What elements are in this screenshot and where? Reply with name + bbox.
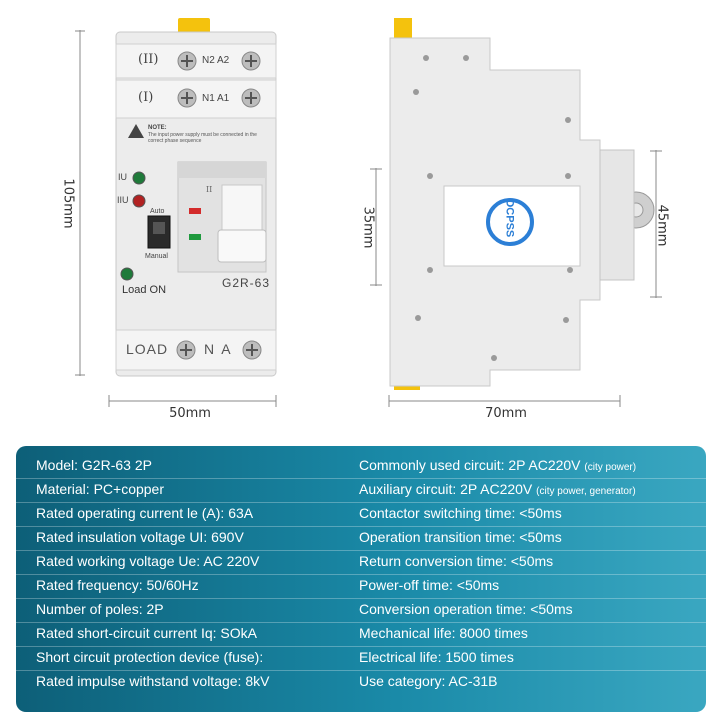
spec-right: Auxiliary circuit: 2P AC220V (city power…	[359, 481, 636, 497]
spec-right: Power-off time: <50ms	[359, 577, 500, 593]
indicator-green	[189, 234, 201, 240]
dim-front-width: 50mm	[169, 406, 211, 421]
note-title: NOTE:	[148, 125, 167, 131]
label-iiu: IIU	[117, 195, 129, 205]
front-device-drawing	[115, 18, 277, 377]
lamp-iiu	[132, 194, 146, 208]
spec-right: Commonly used circuit: 2P AC220V (city p…	[359, 457, 637, 473]
label-load-on: Load ON	[122, 284, 167, 296]
spec-right: Operation transition time: <50ms	[359, 529, 562, 545]
dim-35: 35mm	[360, 206, 376, 249]
spec-row: Number of poles: 2P Conversion operation…	[16, 598, 706, 623]
spec-left: Rated frequency: 50/60Hz	[36, 577, 199, 593]
dim-45: 45mm	[654, 204, 670, 247]
spec-right: Use category: AC-31B	[359, 673, 498, 689]
front-view: (II) N2 A2 (I) N1 A1 NOTE: The input pow…	[0, 0, 300, 400]
dim35-line	[370, 168, 382, 286]
spec-right: Return conversion time: <50ms	[359, 553, 554, 569]
front-width-dimension-line	[108, 395, 277, 407]
screw-icon	[177, 51, 261, 108]
side-width-dimension-line	[388, 395, 621, 407]
spec-right: Conversion operation time: <50ms	[359, 601, 573, 617]
spec-row: Rated impulse withstand voltage: 8kV Use…	[16, 670, 706, 694]
label-n2a2: N2 A2	[202, 55, 230, 66]
spec-row: Rated operating current le (A): 63A Cont…	[16, 502, 706, 527]
spec-right: Contactor switching time: <50ms	[359, 505, 562, 521]
label-handle-mark: II	[206, 185, 213, 194]
label-na: N A	[204, 341, 233, 357]
label-manual: Manual	[145, 253, 168, 260]
spec-row: Short circuit protection device (fuse): …	[16, 646, 706, 671]
spec-row: Rated insulation voltage UI: 690V Operat…	[16, 526, 706, 551]
spec-row: Rated frequency: 50/60Hz Power-off time:…	[16, 574, 706, 599]
spec-row: Model: G2R-63 2P Commonly used circuit: …	[16, 454, 706, 479]
switch-handle[interactable]	[217, 229, 267, 263]
spec-right: Electrical life: 1500 times	[359, 649, 514, 665]
side-logo-text: OCPSS	[503, 198, 516, 238]
model-label: G2R-63	[222, 276, 271, 290]
spec-left: Material: PC+copper	[36, 481, 165, 497]
spec-left: Rated short-circuit current Iq: SOkA	[36, 625, 257, 641]
label-iu: IU	[118, 172, 127, 182]
spec-right: Mechanical life: 8000 times	[359, 625, 528, 641]
label-load: LOAD	[126, 341, 169, 357]
side-clip-top	[394, 18, 412, 40]
spec-left: Number of poles: 2P	[36, 601, 164, 617]
note-text: The input power supply must be connected…	[148, 132, 257, 144]
warning-icon	[128, 124, 144, 138]
spec-row: Rated short-circuit current Iq: SOkA Mec…	[16, 622, 706, 647]
spec-left: Short circuit protection device (fuse):	[36, 649, 264, 665]
dim-height: 105mm	[60, 178, 76, 229]
spec-panel: Model: G2R-63 2P Commonly used circuit: …	[16, 446, 706, 712]
side-device-drawing	[389, 18, 655, 390]
spec-row: Material: PC+copper Auxiliary circuit: 2…	[16, 478, 706, 503]
label-i: (I)	[138, 90, 154, 105]
logo-ring	[486, 198, 534, 246]
dim45-line	[650, 150, 662, 298]
spec-left: Rated insulation voltage UI: 690V	[36, 529, 244, 545]
label-auto: Auto	[150, 208, 165, 215]
lamp-load-on	[120, 267, 134, 281]
gear-icon	[599, 149, 655, 281]
height-dimension-line	[75, 30, 85, 376]
side-view: OCPSS	[380, 0, 680, 400]
spec-left: Rated impulse withstand voltage: 8kV	[36, 673, 270, 689]
label-n1a1: N1 A1	[202, 93, 230, 104]
dim-side-width: 70mm	[485, 406, 527, 421]
label-ii: (II)	[138, 52, 159, 67]
spec-left: Rated working voltage Ue: AC 220V	[36, 553, 260, 569]
lamp-iu	[132, 171, 146, 185]
indicator-red	[189, 208, 201, 214]
spec-left: Rated operating current le (A): 63A	[36, 505, 254, 521]
spec-row: Rated working voltage Ue: AC 220V Return…	[16, 550, 706, 575]
spec-left: Model: G2R-63 2P	[36, 457, 152, 473]
